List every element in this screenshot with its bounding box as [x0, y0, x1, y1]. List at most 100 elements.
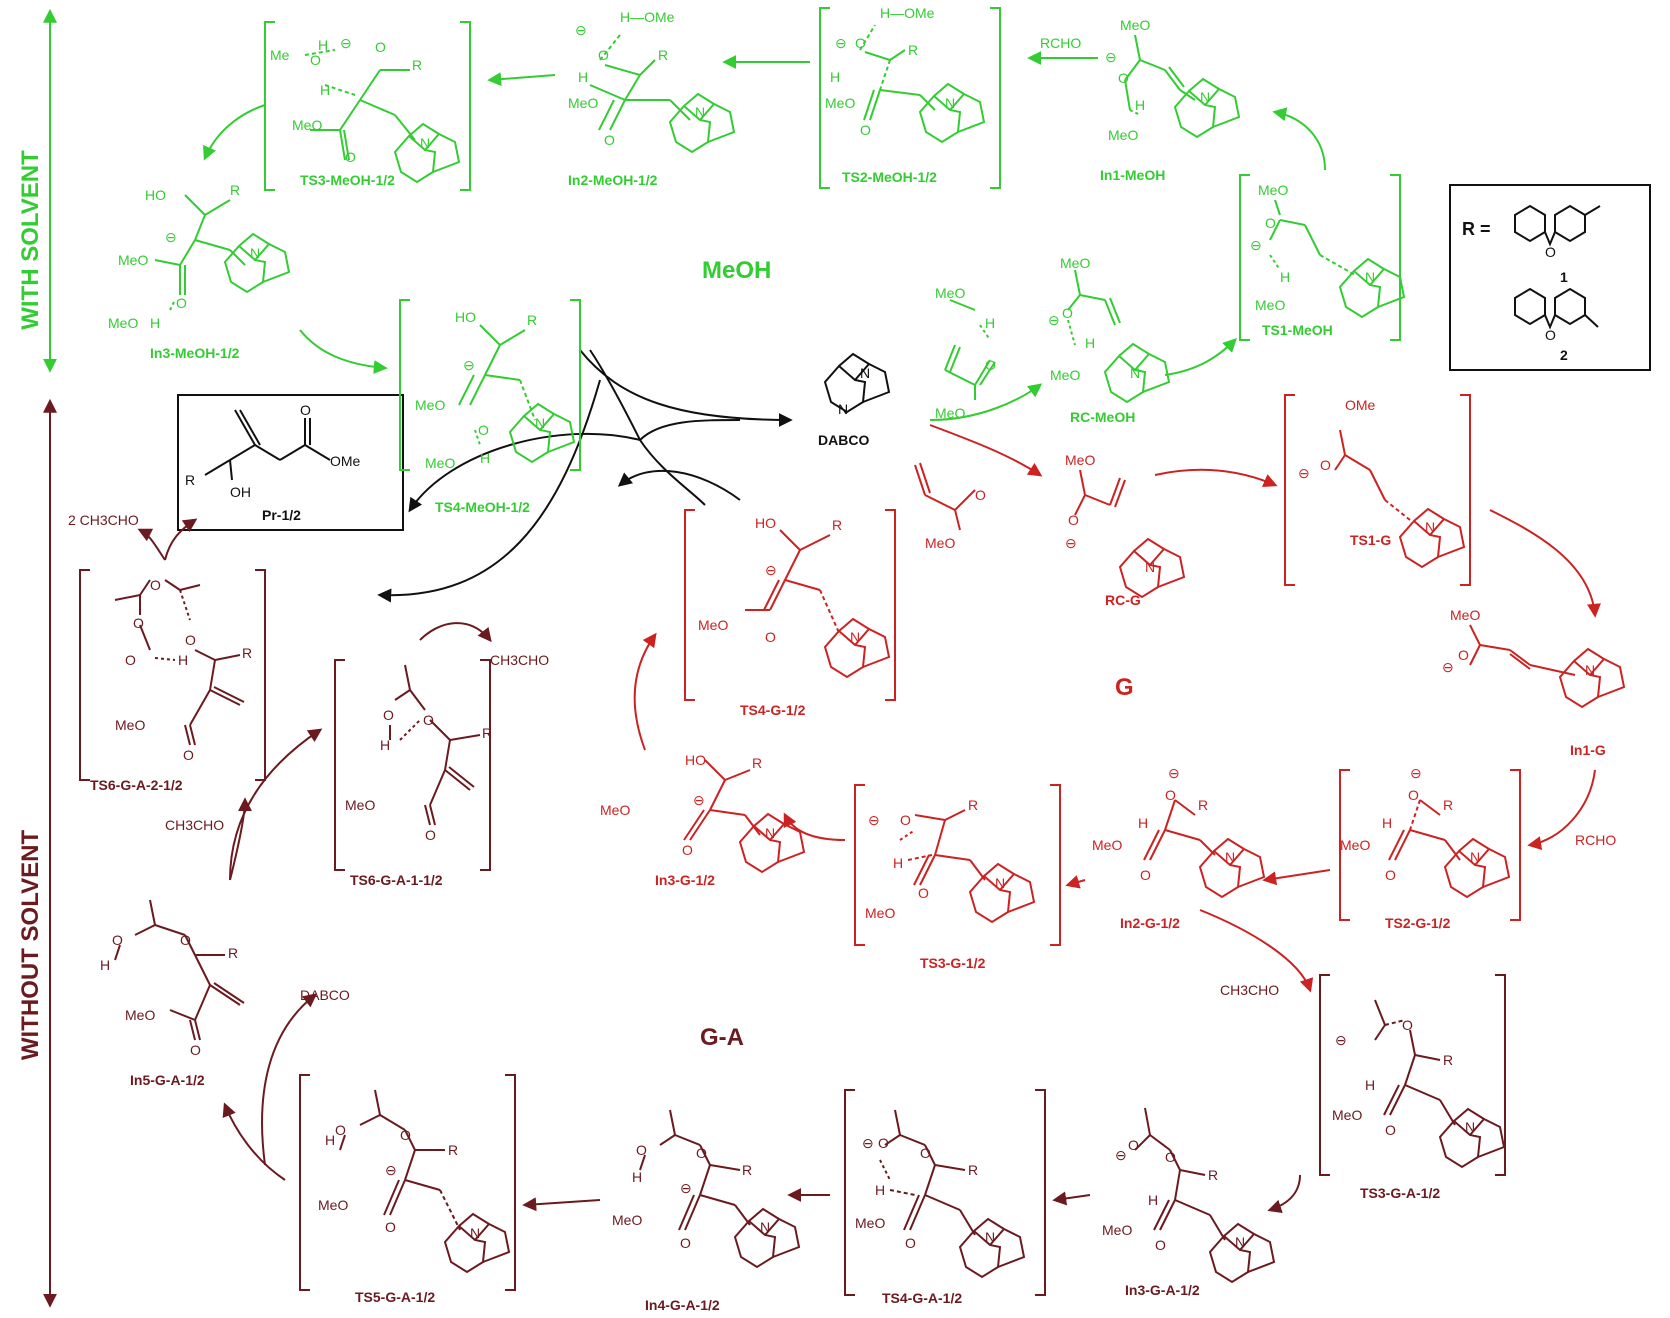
label-in3-meoh: In3-MeOH-1/2 — [150, 345, 240, 361]
ts1-g-ome: OMe — [1345, 397, 1376, 413]
ts4-g-r: R — [832, 517, 842, 533]
in4-g-a-h: H — [632, 1169, 642, 1185]
reagent-ch3cho-1: CH3CHO — [490, 652, 549, 668]
in2-meoh-h: H — [578, 69, 588, 85]
ts4-g-a-r: R — [968, 1162, 978, 1178]
in1-g-meo: MeO — [1450, 607, 1480, 623]
ts4-g-a-minus: ⊖ — [862, 1135, 874, 1151]
ts4-meoh-meo: MeO — [415, 397, 445, 413]
in3-meoh-meoh: MeO — [108, 315, 138, 331]
in3-g-a-o1: O — [1128, 1137, 1139, 1153]
ts4-meoh-ho: HO — [455, 309, 476, 325]
rc-meoh-minus: ⊖ — [1048, 312, 1060, 328]
in1-meoh — [1124, 34, 1240, 138]
ts3-g-a-o: O — [1402, 1017, 1413, 1033]
label-ts3-g: TS3-G-1/2 — [920, 955, 986, 971]
reagent-rcho-red: RCHO — [1575, 832, 1616, 848]
reactant-red-meo: MeO — [925, 535, 955, 551]
ts5-g-a-o1: O — [335, 1122, 346, 1138]
ts3-g-a-n: N — [1465, 1119, 1475, 1135]
ts1-g-minus: ⊖ — [1298, 465, 1310, 481]
dibenzofuran-2-structure — [1514, 287, 1599, 330]
in1-meoh-meo2: MeO — [1108, 127, 1138, 143]
side-label-without-solvent: WITHOUT SOLVENT — [17, 830, 44, 1061]
rc-g-minus: ⊖ — [1065, 535, 1077, 551]
ts2-meoh-h: H — [830, 69, 840, 85]
legend-number-1: 1 — [1560, 269, 1568, 285]
in2-g-h: H — [1138, 815, 1148, 831]
ts3-g-a — [1319, 974, 1506, 1176]
cycle-label-g: G — [1115, 674, 1134, 701]
label-in1-g: In1-G — [1570, 742, 1606, 758]
ts3-g-r: R — [968, 797, 978, 813]
reactant-meoh-acrylate — [944, 299, 996, 400]
in3-meoh-minus: ⊖ — [165, 229, 177, 245]
in3-g-a-r: R — [1208, 1167, 1218, 1183]
meoh-cycle-arrows — [203, 51, 1326, 421]
ts2-g-o2: O — [1385, 867, 1396, 883]
in3-g-a-o2: O — [1165, 1149, 1176, 1165]
ts3-meoh-h1: H — [318, 37, 328, 53]
ts4-meoh-h: H — [480, 450, 490, 466]
in1-meoh-meo: MeO — [1120, 17, 1150, 33]
ts4-g-minus: ⊖ — [765, 562, 777, 578]
ts6-g-a-1-o1: O — [383, 707, 394, 723]
ts4-g-a-o1: O — [878, 1135, 889, 1151]
in2-g-n: N — [1225, 849, 1235, 865]
in5-g-a-h: H — [100, 957, 110, 973]
ts5-g-a-o3: O — [385, 1219, 396, 1235]
ts2-meoh — [819, 7, 1001, 189]
in3-meoh — [154, 194, 290, 311]
ts3-g-meo: MeO — [865, 905, 895, 921]
in3-meoh-n: N — [250, 245, 260, 261]
in2-meoh-r: R — [658, 47, 668, 63]
label-ts2-meoh: TS2-MeOH-1/2 — [842, 169, 937, 185]
legend-r-equals: R = — [1462, 219, 1491, 239]
ts1-g-n: N — [1425, 519, 1435, 535]
label-ts4-meoh: TS4-MeOH-1/2 — [435, 499, 530, 515]
ts6-g-a-1-o3: O — [425, 827, 436, 843]
label-ts5-g-a: TS5-G-A-1/2 — [355, 1289, 435, 1305]
in2-meoh-n: N — [695, 104, 705, 120]
ts2-g — [1339, 769, 1521, 921]
in5-g-a — [114, 899, 245, 1041]
in3-g-a-h: H — [1148, 1192, 1158, 1208]
ts5-g-a-meo: MeO — [318, 1197, 348, 1213]
ts4-g — [684, 509, 896, 701]
ts2-meoh-n: N — [945, 95, 955, 111]
ts2-g-meo: MeO — [1340, 837, 1370, 853]
in4-g-a-meo: MeO — [612, 1212, 642, 1228]
label-in2-g: In2-G-1/2 — [1120, 915, 1180, 931]
ts4-g-a-meo: MeO — [855, 1215, 885, 1231]
ts4-g-a-n: N — [985, 1229, 995, 1245]
ts3-g-o: O — [900, 812, 911, 828]
ts3-meoh-o2: O — [375, 39, 386, 55]
ts6-g-a-1 — [334, 659, 491, 871]
ts2-meoh-r: R — [908, 42, 918, 58]
in3-meoh-o: O — [176, 295, 187, 311]
rc-g-meo: MeO — [1065, 452, 1095, 468]
in5-g-a-o1: O — [112, 932, 123, 948]
in3-g-o: O — [682, 842, 693, 858]
legend-o-1: O — [1545, 244, 1556, 260]
ts2-meoh-h-ome: H—OMe — [880, 5, 935, 21]
rc-meoh-meo: MeO — [1060, 255, 1090, 271]
ts3-meoh-o3: O — [345, 149, 356, 165]
ts1-meoh-o: O — [1265, 215, 1276, 231]
ts6-g-a-2-o4: O — [125, 652, 136, 668]
ts4-g-o: O — [765, 629, 776, 645]
reagent-ch3cho-3: CH3CHO — [1220, 982, 1279, 998]
in2-g-o2: O — [1140, 867, 1151, 883]
rc-meoh-n: N — [1130, 365, 1140, 381]
ts1-g-o: O — [1320, 457, 1331, 473]
in5-g-a-o3: O — [190, 1042, 201, 1058]
label-ts6-g-a-1: TS6-G-A-1-1/2 — [350, 872, 443, 888]
ts2-meoh-minus: ⊖ — [835, 35, 847, 51]
ts1-meoh-minus: ⊖ — [1250, 237, 1262, 253]
g-cycle-arrows — [633, 424, 1601, 993]
label-ts4-g: TS4-G-1/2 — [740, 702, 806, 718]
rc-meoh-o: O — [1062, 305, 1073, 321]
in2-g-r: R — [1198, 797, 1208, 813]
reagent-rcho-green: RCHO — [1040, 35, 1081, 51]
